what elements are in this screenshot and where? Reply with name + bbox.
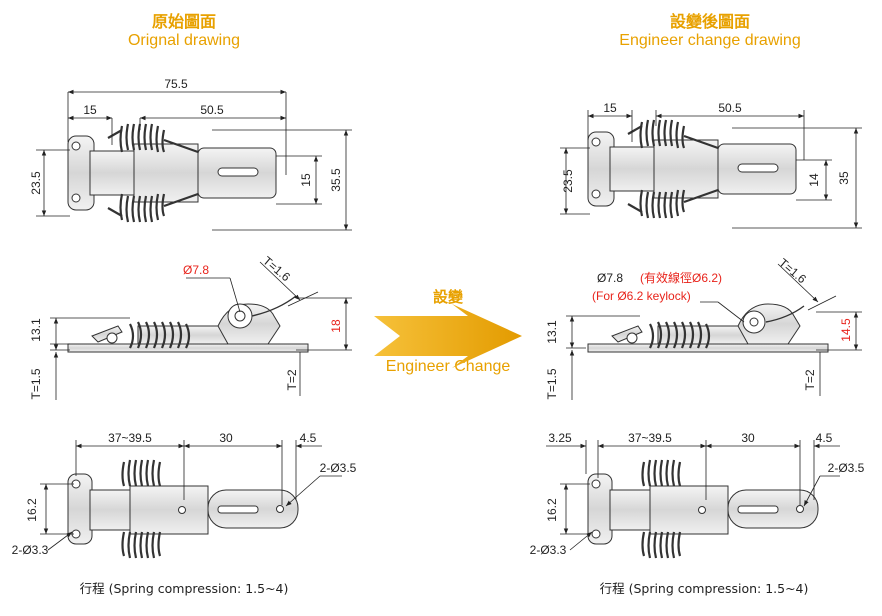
right-side-h1: 13.1 <box>545 320 559 344</box>
left-bot-d1: 37~39.5 <box>108 431 152 445</box>
right-bot-d3: 4.5 <box>816 431 833 445</box>
left-bottom-view <box>66 458 300 560</box>
left-side-h1: 13.1 <box>29 318 43 342</box>
left-dim-b: 50.5 <box>200 103 224 117</box>
right-side-t1: T=1.5 <box>545 368 559 399</box>
change-label-cn: 設變 <box>432 288 463 306</box>
left-dim-w2: 35.5 <box>329 168 343 192</box>
change-arrow <box>374 304 522 368</box>
right-side-keylock: (For Ø6.2 keylock) <box>592 289 691 303</box>
right-dim-b: 50.5 <box>718 101 742 115</box>
change-label-en: Engineer Change <box>385 358 511 375</box>
left-side-thk: T=1.6 <box>260 254 293 285</box>
right-top-view <box>586 118 798 220</box>
left-bot-hole-l: 2-Ø3.3 <box>12 543 49 557</box>
right-bot-d2: 30 <box>741 431 755 445</box>
right-bot-d1: 37~39.5 <box>628 431 672 445</box>
right-caption: 行程 (Spring compression: 1.5~4) <box>599 581 809 596</box>
right-bot-hole-r: 2-Ø3.5 <box>828 461 865 475</box>
left-dim-total: 75.5 <box>164 77 188 91</box>
right-bottom-view <box>586 458 820 560</box>
left-dim-a: 15 <box>83 103 97 117</box>
left-title-en: Orignal drawing <box>127 32 241 49</box>
right-side-thk: T=1.6 <box>776 256 809 287</box>
right-side-h2: 14.5 <box>839 318 853 342</box>
left-title-cn: 原始圖面 <box>151 12 216 31</box>
left-bot-hole-r: 2-Ø3.5 <box>320 461 357 475</box>
left-side-t1: T=1.5 <box>29 368 43 399</box>
right-dim-w1: 14 <box>807 173 821 187</box>
left-bot-h: 16.2 <box>25 498 39 522</box>
left-dim-w1: 15 <box>299 173 313 187</box>
left-dim-h: 23.5 <box>29 171 43 195</box>
left-bot-d3: 4.5 <box>300 431 317 445</box>
right-title-en: Engineer change drawing <box>619 32 801 49</box>
right-dim-a: 15 <box>603 101 617 115</box>
right-side-t2: T=2 <box>803 369 817 390</box>
right-dim-w2: 35 <box>837 171 851 185</box>
right-side-dia: Ø7.8 <box>597 271 623 285</box>
right-bot-hole-l: 2-Ø3.3 <box>530 543 567 557</box>
right-bot-h: 16.2 <box>545 498 559 522</box>
left-bot-d2: 30 <box>219 431 233 445</box>
right-title-cn: 設變後圖面 <box>669 12 750 31</box>
left-side-h2: 18 <box>329 319 343 333</box>
right-bot-d0: 3.25 <box>548 431 572 445</box>
left-side-view <box>66 295 310 354</box>
left-side-dia: Ø7.8 <box>183 263 209 277</box>
right-side-dia-note: (有效線徑Ø6.2) <box>640 270 722 285</box>
right-side-view <box>586 302 830 354</box>
right-dim-h: 23.5 <box>561 169 575 193</box>
left-top-view <box>66 122 278 224</box>
left-side-t2: T=2 <box>285 369 299 390</box>
left-caption: 行程 (Spring compression: 1.5~4) <box>79 581 289 596</box>
